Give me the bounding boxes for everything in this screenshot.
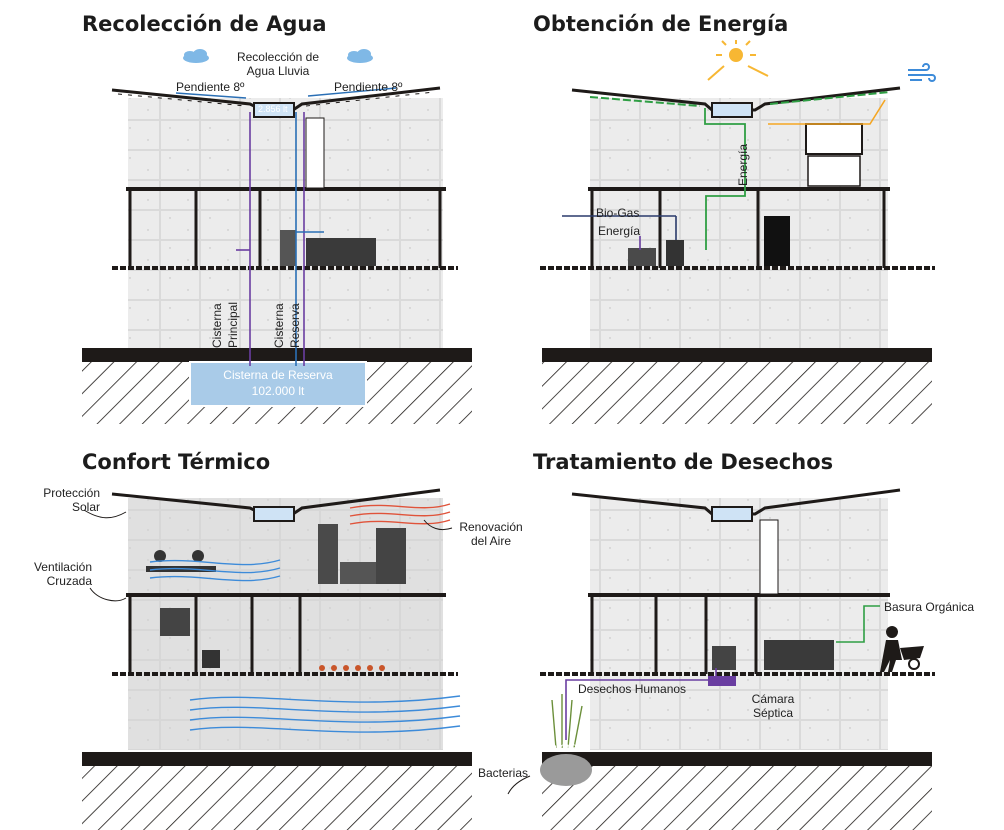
panel-title-energy: Obtención de Energía bbox=[533, 12, 789, 36]
reserve-cistern-label-line2: Reserva bbox=[288, 303, 302, 348]
tank-label-line1: Cisterna de Reserva bbox=[223, 368, 333, 382]
sun-icon bbox=[707, 40, 769, 81]
bacteria-label: Bacterias bbox=[478, 766, 529, 780]
panel-title-waste: Tratamiento de Desechos bbox=[533, 450, 834, 474]
water-wall bbox=[128, 98, 443, 348]
slope-left-label: Pendiente 8º bbox=[176, 80, 245, 94]
human-waste-label: Desechos Humanos bbox=[578, 682, 687, 696]
main-cistern-label-line1: Cisterna bbox=[210, 303, 224, 348]
cloud-icon bbox=[183, 49, 209, 63]
water-building bbox=[82, 49, 472, 424]
air-renewal-line2: del Aire bbox=[470, 534, 512, 548]
main-cistern-label-line2: Principal bbox=[226, 301, 240, 348]
water-ground bbox=[82, 348, 472, 362]
energy-building bbox=[540, 40, 936, 424]
septic-chamber-line2: Séptica bbox=[752, 706, 794, 720]
wind-icon bbox=[908, 63, 936, 82]
biogas-label: Bio-Gas bbox=[596, 206, 640, 220]
roof-tank bbox=[253, 102, 295, 118]
waste-building bbox=[507, 488, 935, 830]
slope-right-label: Pendiente 8º bbox=[334, 80, 403, 94]
reserve-cistern-tank bbox=[189, 361, 367, 407]
cross-ventilation-line2: Cruzada bbox=[46, 574, 92, 588]
wheelbarrow-icon bbox=[900, 646, 924, 670]
organic-waste-label: Basura Orgánica bbox=[884, 600, 975, 614]
totora-label: Totora bbox=[544, 740, 578, 754]
air-renewal-line1: Renovación bbox=[459, 520, 523, 534]
panel-title-comfort: Confort Térmico bbox=[82, 450, 271, 474]
reserve-cistern-label-line1: Cisterna bbox=[272, 303, 286, 348]
solar-protection-line2: Solar bbox=[71, 500, 100, 514]
tank-label-line2: 102.000 lt bbox=[251, 384, 305, 398]
rain-label-line1: Recolección de bbox=[236, 50, 320, 64]
cloud-icon bbox=[347, 49, 373, 63]
rain-label-line2: Agua Lluvia bbox=[246, 64, 310, 78]
septic-chamber-line1: Cámara bbox=[751, 692, 795, 706]
comfort-building bbox=[82, 488, 472, 830]
energy-vertical-label: Energía bbox=[736, 143, 750, 186]
roof-tank-label: 2.856 lt bbox=[258, 104, 288, 114]
panel-title-water: Recolección de Agua bbox=[82, 12, 327, 36]
person-icon bbox=[880, 626, 902, 672]
plant-icon bbox=[540, 694, 592, 786]
solar-protection-line1: Protección bbox=[43, 486, 100, 500]
energy-label: Energía bbox=[598, 224, 641, 238]
cross-ventilation-line1: Ventilación bbox=[33, 560, 92, 574]
